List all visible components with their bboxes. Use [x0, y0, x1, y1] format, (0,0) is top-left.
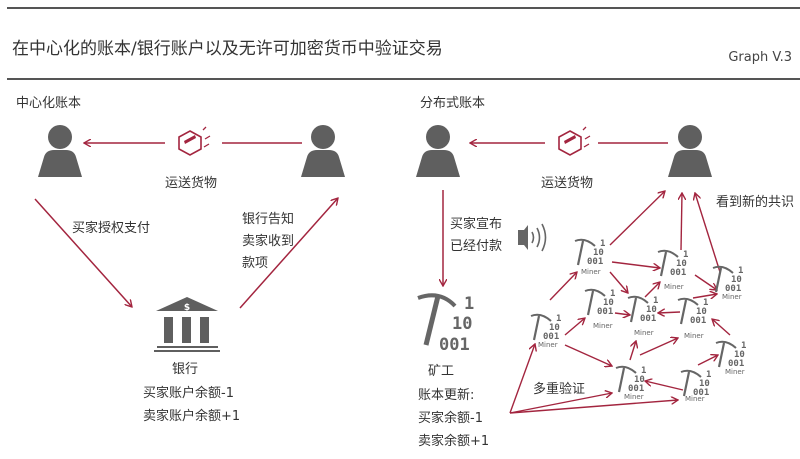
miner-icon: Miner — [529, 312, 563, 349]
buyer-person-icon-2 — [416, 125, 460, 177]
svg-text:Miner: Miner — [593, 322, 613, 330]
bank-icon: $ — [154, 297, 220, 352]
bank-notify-line-3: 款项 — [242, 256, 269, 271]
miner-icon: Miner — [626, 294, 660, 337]
speaker-icon — [518, 223, 547, 252]
version-label: Graph V.3 — [728, 50, 792, 65]
shipping-box-icon — [178, 126, 211, 156]
svg-text:Miner: Miner — [664, 283, 684, 291]
header-rule — [7, 78, 800, 80]
seller-person-icon-2 — [668, 125, 712, 177]
svg-text:Miner: Miner — [624, 393, 644, 401]
distributed-heading: 分布式账本 — [420, 96, 486, 111]
miner-network: Miner Miner Miner Miner Miner Miner Mine… — [529, 237, 748, 403]
ledger-update-label: 账本更新: — [418, 388, 475, 403]
seller-balance-update: 卖家账户余额+1 — [143, 409, 241, 424]
svg-text:Miner: Miner — [538, 341, 558, 349]
svg-text:1: 1 — [464, 294, 474, 314]
miner-icon: Miner — [711, 264, 745, 301]
authorize-arrow — [34, 198, 132, 307]
miner-icon: Miner — [583, 287, 617, 330]
svg-text:Miner: Miner — [634, 329, 654, 337]
svg-text:Miner: Miner — [581, 268, 601, 276]
miner-title: 矿工 — [428, 364, 455, 379]
svg-text:Miner: Miner — [722, 293, 742, 301]
buyer-balance-update: 买家账户余额-1 — [143, 386, 234, 401]
centralized-heading: 中心化账本 — [16, 96, 82, 111]
seller-balance-line: 卖家余额+1 — [418, 434, 490, 449]
miner-icon: Miner — [614, 364, 648, 401]
miner-icon: Miner — [656, 248, 690, 291]
ship-goods-label: 运送货物 — [165, 176, 218, 191]
bank-notify-line-1: 银行告知 — [242, 212, 295, 227]
consensus-label: 看到新的共识 — [716, 195, 795, 210]
buyer-authorize-label: 买家授权支付 — [72, 221, 151, 236]
svg-text:Miner: Miner — [685, 395, 705, 403]
multi-verify-label: 多重验证 — [533, 382, 586, 397]
miner-icon: Miner — [679, 368, 713, 403]
buyer-balance-line: 买家余额-1 — [418, 411, 483, 426]
svg-text:$: $ — [184, 303, 190, 313]
bank-label: 银行 — [172, 362, 199, 377]
big-miner-icon: 1 10 001 — [417, 293, 474, 355]
announce-line-2: 已经付款 — [450, 239, 503, 254]
miner-icon: Miner — [676, 296, 710, 340]
top-rule — [7, 7, 800, 9]
bank-notify-line-2: 卖家收到 — [242, 234, 295, 249]
announce-line-1: 买家宣布 — [450, 217, 503, 232]
consensus-arrows — [509, 191, 731, 414]
svg-text:001: 001 — [439, 335, 470, 355]
miner-icon: Miner — [573, 237, 607, 276]
svg-text:Miner: Miner — [725, 368, 745, 376]
ship-goods-label-2: 运送货物 — [541, 176, 594, 191]
buyer-person-icon — [38, 125, 82, 177]
svg-text:Miner: Miner — [684, 332, 704, 340]
seller-person-icon — [301, 125, 345, 177]
miner-icon: Miner — [714, 339, 748, 376]
page-title: 在中心化的账本/银行账户以及无许可加密货币中验证交易 — [12, 39, 443, 59]
svg-text:10: 10 — [452, 314, 472, 334]
shipping-box-icon-2 — [558, 126, 591, 156]
notify-arrow — [239, 198, 338, 309]
